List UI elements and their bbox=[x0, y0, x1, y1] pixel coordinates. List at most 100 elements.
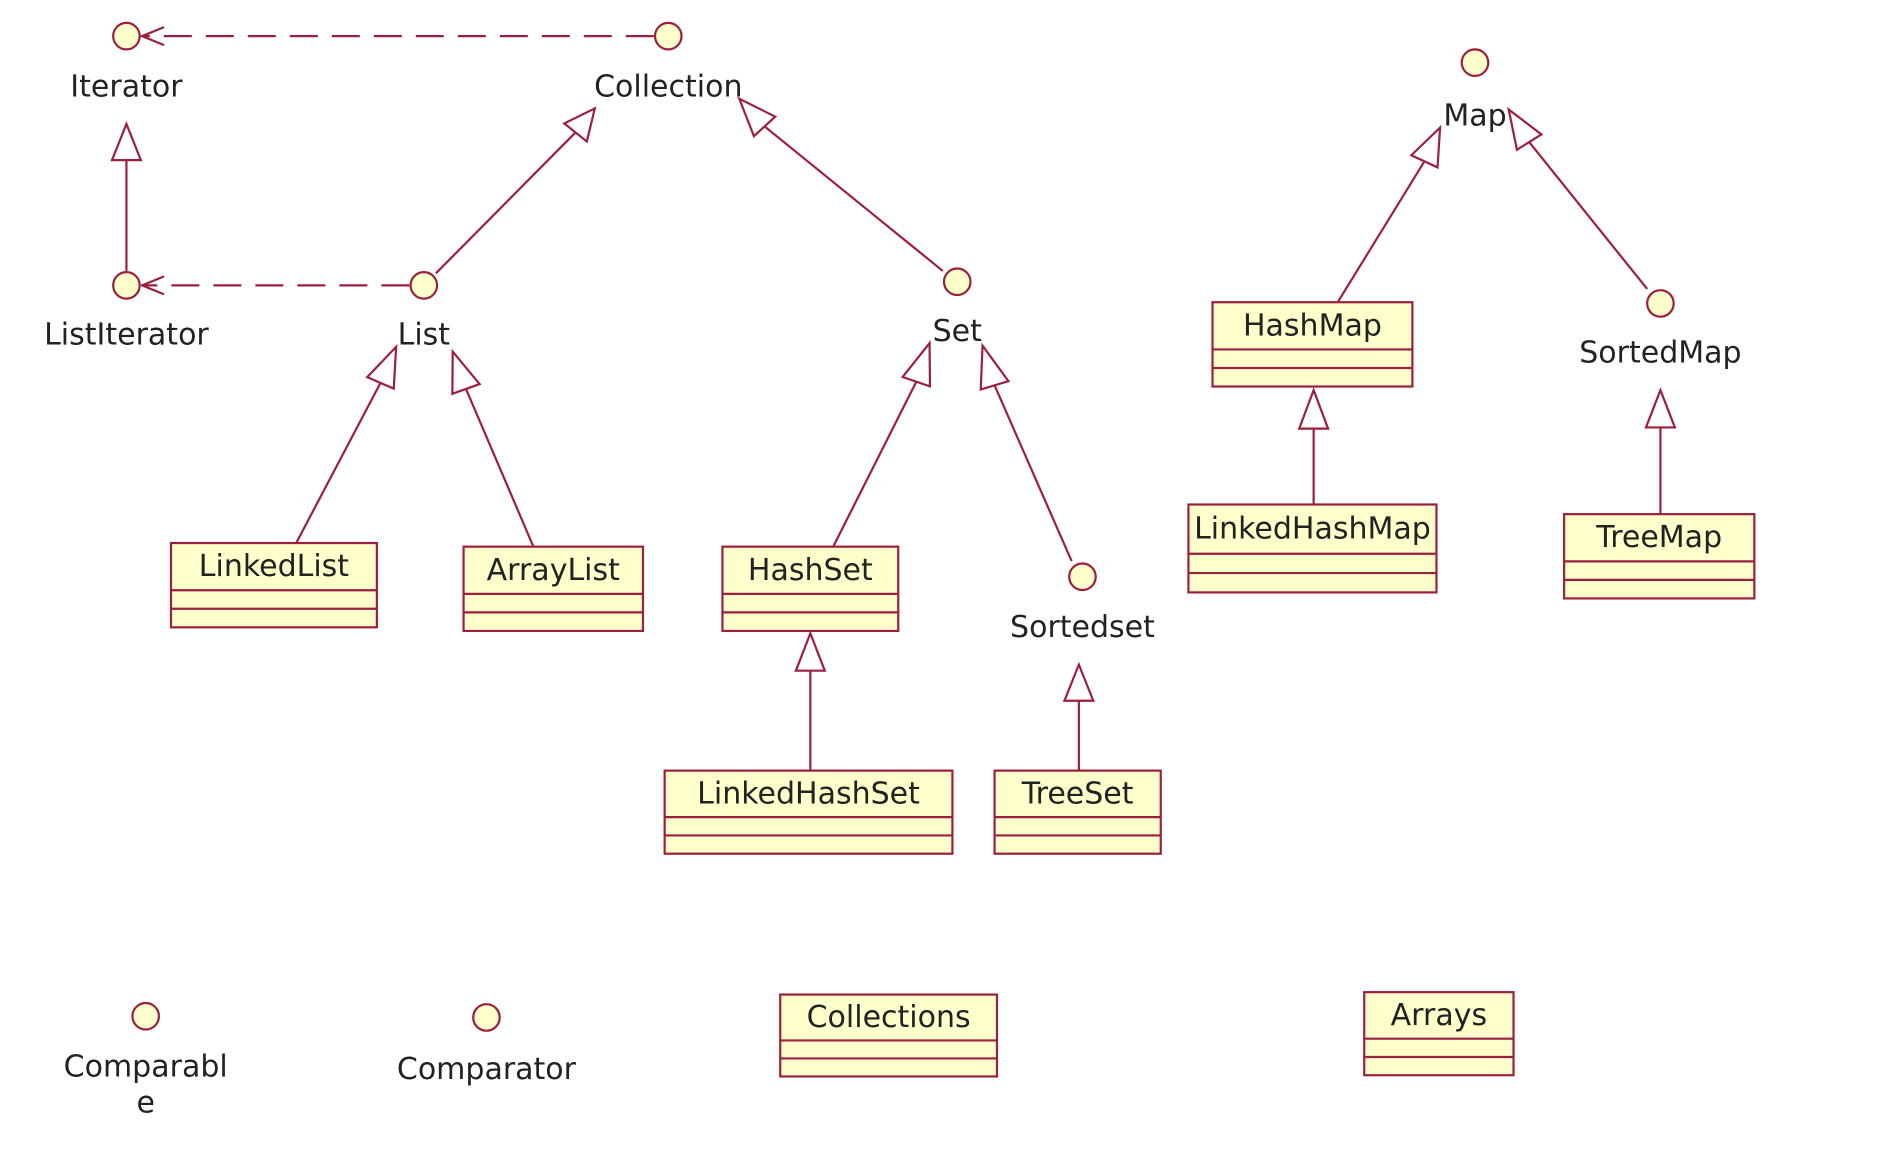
class-name: LinkedList bbox=[199, 549, 350, 584]
relation-set-to-collection bbox=[737, 96, 944, 272]
relation-sortedset-to-set bbox=[979, 342, 1073, 562]
class-arrays: Arrays bbox=[1363, 991, 1515, 1077]
hollow-triangle-arrowhead bbox=[794, 630, 827, 672]
class-name: LinkedHashSet bbox=[697, 776, 920, 811]
class-collections: Collections bbox=[779, 993, 999, 1078]
class-name: Collections bbox=[807, 1000, 971, 1035]
hollow-triangle-arrowhead bbox=[1297, 386, 1330, 430]
class-box bbox=[779, 993, 999, 1078]
interface-circle-icon bbox=[1460, 48, 1490, 77]
generalization-line bbox=[993, 384, 1073, 562]
interface-label: Map bbox=[1443, 98, 1506, 133]
generalization-line bbox=[1336, 160, 1426, 303]
class-name: Arrays bbox=[1391, 998, 1487, 1033]
class-box bbox=[1211, 301, 1414, 388]
interface-label: Collection bbox=[594, 69, 742, 104]
interface-circle-icon bbox=[653, 21, 683, 51]
hollow-triangle-arrowhead bbox=[979, 342, 1011, 391]
class-linkedlist: LinkedList bbox=[169, 541, 378, 629]
interface-circle-icon bbox=[1646, 289, 1675, 318]
interface-label: Comparator bbox=[397, 1052, 577, 1087]
hollow-triangle-arrowhead bbox=[110, 121, 143, 162]
interface-label: Set bbox=[933, 314, 983, 349]
hollow-triangle-arrowhead bbox=[1644, 387, 1677, 429]
hollow-triangle-arrowhead bbox=[562, 106, 597, 144]
interface-listiterator: ListIterator bbox=[44, 271, 209, 352]
relation-arraylist-to-list bbox=[451, 348, 535, 548]
interface-circle-icon bbox=[409, 271, 439, 300]
relation-treeset-to-sortedset bbox=[1062, 661, 1095, 771]
interface-collection: Collection bbox=[594, 21, 742, 104]
interface-set: Set bbox=[933, 267, 983, 349]
relation-linkedhashset-to-hashset bbox=[794, 630, 827, 771]
class-name: TreeSet bbox=[1021, 776, 1134, 811]
interface-label: e bbox=[136, 1086, 154, 1121]
hollow-triangle-arrowhead bbox=[1409, 124, 1442, 170]
interface-circle-icon bbox=[112, 21, 141, 51]
relation-linkedhashmap-to-hashmap bbox=[1297, 386, 1330, 505]
class-name: LinkedHashMap bbox=[1194, 512, 1431, 547]
class-box bbox=[1563, 513, 1756, 600]
relation-sortedmap-to-map bbox=[1507, 106, 1649, 290]
class-name: ArrayList bbox=[487, 553, 620, 588]
generalization-line bbox=[832, 381, 918, 548]
class-linkedhashset: LinkedHashSet bbox=[663, 769, 954, 855]
class-box bbox=[993, 769, 1162, 855]
generalization-line bbox=[295, 382, 382, 544]
interface-comparator: Comparator bbox=[397, 1003, 577, 1087]
hollow-triangle-arrowhead bbox=[365, 343, 398, 391]
class-box bbox=[721, 545, 900, 633]
interface-label: List bbox=[398, 317, 451, 352]
interface-map: Map bbox=[1443, 48, 1507, 133]
relation-collection-to-iterator bbox=[139, 26, 654, 47]
hollow-triangle-arrowhead bbox=[1507, 106, 1544, 152]
interface-circle-icon bbox=[131, 1001, 161, 1031]
open-arrowhead bbox=[139, 26, 165, 47]
class-hashmap: HashMap bbox=[1211, 301, 1414, 388]
interface-sortedset: Sortedset bbox=[1010, 562, 1155, 645]
class-box bbox=[1363, 991, 1515, 1077]
class-arraylist: ArrayList bbox=[462, 545, 645, 633]
class-treeset: TreeSet bbox=[993, 769, 1162, 855]
class-box bbox=[462, 545, 645, 633]
interface-label: SortedMap bbox=[1579, 336, 1741, 371]
class-name: HashMap bbox=[1243, 308, 1382, 343]
class-treemap: TreeMap bbox=[1563, 513, 1756, 600]
class-linkedhashmap: LinkedHashMap bbox=[1187, 503, 1438, 594]
interface-circle-icon bbox=[112, 271, 141, 300]
interface-list: List bbox=[398, 271, 451, 352]
class-name: TreeMap bbox=[1595, 520, 1722, 555]
class-box bbox=[663, 769, 954, 855]
class-hashset: HashSet bbox=[721, 545, 900, 633]
relation-linkedlist-to-list bbox=[295, 343, 398, 544]
hollow-triangle-arrowhead bbox=[1062, 661, 1095, 702]
relations-layer bbox=[110, 26, 1677, 771]
generalization-line bbox=[464, 388, 535, 548]
generalization-line bbox=[435, 131, 577, 275]
class-box bbox=[169, 541, 378, 629]
interface-circle-icon bbox=[472, 1003, 501, 1032]
hollow-triangle-arrowhead bbox=[737, 96, 778, 139]
hollow-triangle-arrowhead bbox=[900, 340, 932, 388]
interface-label: Iterator bbox=[70, 69, 183, 104]
generalization-line bbox=[1528, 141, 1649, 290]
interface-label: Sortedset bbox=[1010, 610, 1155, 645]
interface-circle-icon bbox=[1068, 562, 1097, 592]
relation-hashmap-to-map bbox=[1336, 124, 1442, 303]
relation-list-to-collection bbox=[435, 106, 597, 275]
generalization-line bbox=[763, 125, 944, 272]
interface-iterator: Iterator bbox=[70, 21, 183, 104]
relation-treemap-to-sortedmap bbox=[1644, 387, 1677, 515]
interface-label: Comparabl bbox=[64, 1050, 228, 1085]
interface-sortedmap: SortedMap bbox=[1579, 289, 1742, 371]
relation-hashset-to-set bbox=[832, 340, 932, 548]
relation-listiterator-to-iterator bbox=[110, 121, 143, 271]
hollow-triangle-arrowhead bbox=[451, 348, 482, 396]
interface-circle-icon bbox=[942, 267, 972, 297]
relation-list-to-listiterator bbox=[139, 275, 410, 296]
interface-label: ListIterator bbox=[44, 317, 209, 352]
class-name: HashSet bbox=[748, 553, 873, 588]
